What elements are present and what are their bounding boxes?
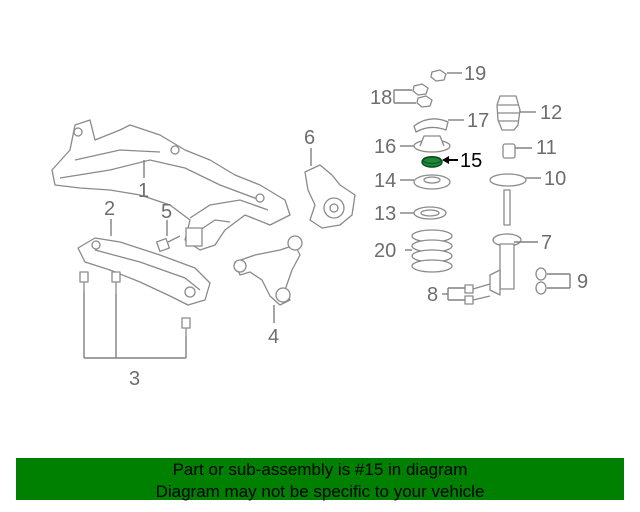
nut-part-19: [430, 69, 447, 82]
callout-13: 13: [374, 203, 396, 225]
bolt-part-5: [155, 235, 181, 253]
callout-17: 17: [467, 110, 489, 132]
strut-part-7: [489, 189, 522, 296]
leader-lines: [83, 72, 571, 359]
bolt-part-8: [464, 283, 491, 305]
bearing-part-15: [421, 156, 443, 168]
bolt-part-3: [79, 271, 191, 336]
coil-spring-part: [411, 229, 453, 273]
nut-part-18: [412, 83, 433, 108]
seat-part-10: [489, 173, 527, 187]
callout-5: 5: [161, 201, 172, 223]
knuckle-part: [304, 164, 356, 229]
callout-10: 10: [544, 168, 566, 190]
banner-line-1: Part or sub-assembly is #15 in diagram: [172, 460, 468, 479]
callout-2: 2: [104, 198, 115, 220]
brace-part: [77, 237, 211, 306]
info-banner: Part or sub-assembly is #15 in diagram D…: [16, 458, 624, 501]
callout-3: 3: [129, 368, 140, 390]
callout-20: 20: [374, 240, 396, 262]
callout-1: 1: [138, 180, 149, 202]
callout-9: 9: [577, 271, 588, 293]
control-arm-part: [233, 235, 303, 306]
callout-11: 11: [536, 137, 557, 159]
callout-15: 15: [460, 150, 482, 172]
callout-labels: 1 2 3 4 5 6 7 8 9 10 11 12 13 14 15 16 1…: [104, 63, 588, 390]
callout-19: 19: [464, 63, 486, 85]
callout-4: 4: [268, 326, 279, 348]
subframe-part: [51, 119, 291, 251]
callout-14: 14: [374, 170, 396, 192]
callout-16: 16: [374, 136, 396, 158]
callout-18: 18: [370, 87, 392, 109]
nut-part-9: [535, 267, 547, 295]
bumper-part-12: [496, 95, 521, 131]
seat-part-14: [413, 174, 451, 190]
insulator-part-13: [413, 206, 447, 220]
banner-line-2: Diagram may not be specific to your vehi…: [155, 482, 485, 501]
callout-7: 7: [541, 232, 552, 254]
plate-part-17: [413, 118, 449, 133]
callout-12: 12: [540, 102, 562, 124]
boot-part-11: [502, 143, 516, 159]
mount-part-16: [413, 135, 451, 153]
callout-6: 6: [304, 127, 315, 149]
callout-8: 8: [427, 284, 438, 306]
